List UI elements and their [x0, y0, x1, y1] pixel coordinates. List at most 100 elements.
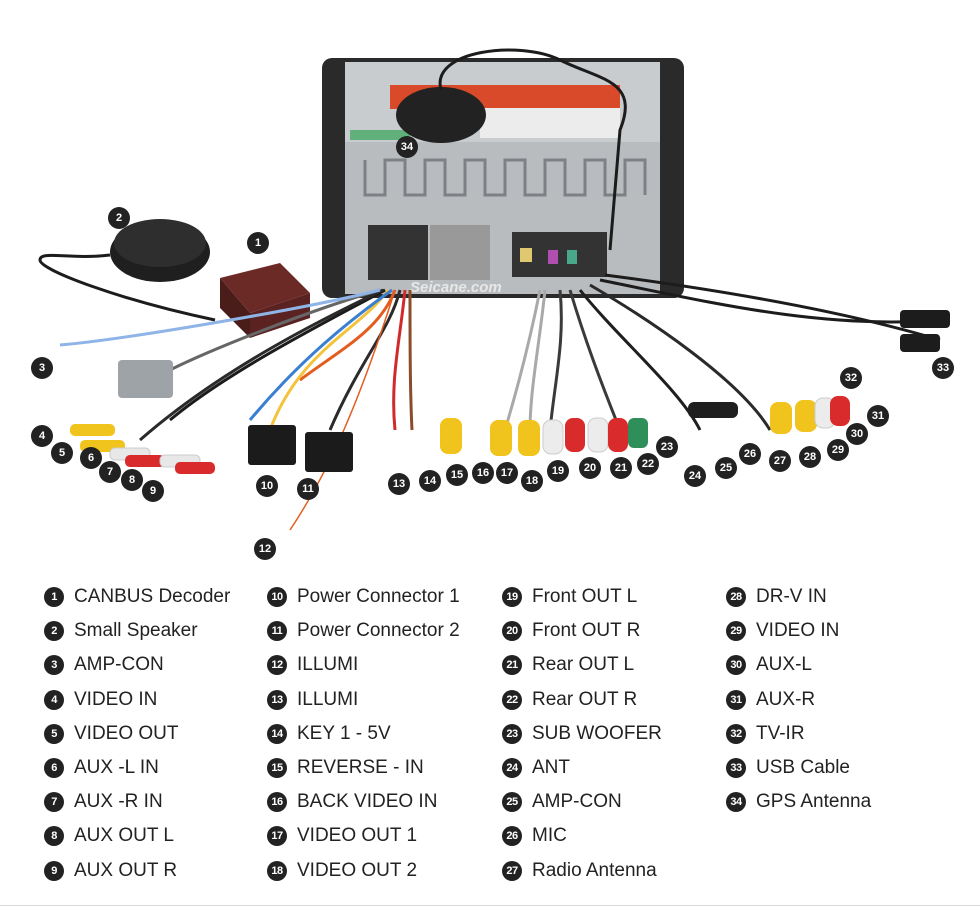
callout-27: 27 [769, 450, 791, 472]
svg-text:31: 31 [872, 410, 884, 422]
svg-text:30: 30 [851, 428, 863, 440]
legend-label: Small Speaker [74, 620, 198, 642]
wiring-diagram: Seicane.com [31, 48, 954, 560]
watermark: Seicane.com [410, 279, 502, 296]
number-badge: 1 [44, 587, 64, 607]
callout-8: 8 [121, 469, 143, 491]
legend-item: 10 Power Connector 1 [267, 586, 460, 608]
number-badge: 22 [502, 689, 522, 710]
callout-13: 13 [388, 473, 410, 495]
number-badge: 17 [267, 826, 287, 847]
svg-text:17: 17 [501, 467, 513, 479]
legend-item: 27 Radio Antenna [502, 860, 662, 882]
legend-label: AUX OUT L [74, 825, 174, 847]
svg-text:24: 24 [689, 470, 702, 482]
callout-20: 20 [579, 457, 601, 479]
svg-text:18: 18 [526, 475, 538, 487]
legend-label: VIDEO IN [756, 620, 840, 642]
svg-text:21: 21 [615, 462, 627, 474]
callout-14: 14 [419, 470, 441, 492]
harness-wires [59, 273, 941, 531]
svg-text:27: 27 [774, 455, 786, 467]
legend-label: Rear OUT R [532, 688, 638, 710]
power-connector-2 [305, 432, 353, 472]
power-connector-1 [248, 425, 296, 465]
callout-9: 9 [142, 480, 164, 502]
legend-label: AUX -R IN [74, 791, 163, 813]
number-badge: 33 [726, 757, 746, 778]
callout-28: 28 [799, 446, 821, 468]
number-badge: 10 [267, 587, 287, 607]
svg-text:12: 12 [259, 543, 271, 555]
callout-18: 18 [521, 470, 543, 492]
legend-label: SUB WOOFER [532, 722, 662, 744]
callout-21: 21 [610, 457, 632, 479]
number-badge: 30 [726, 655, 746, 676]
callout-16: 16 [472, 462, 494, 484]
head-unit: Seicane.com [322, 58, 684, 298]
number-badge: 3 [44, 655, 64, 676]
legend-label: AUX-R [756, 688, 816, 710]
callout-19: 19 [547, 460, 569, 482]
legend-label: Front OUT R [532, 620, 641, 642]
callout-32: 32 [840, 367, 862, 389]
callout-26: 26 [739, 443, 761, 465]
rca-plugs-left [70, 424, 215, 474]
svg-text:26: 26 [744, 448, 756, 460]
legend-label: ILLUMI [297, 688, 359, 710]
legend-label: VIDEO OUT 1 [297, 825, 418, 847]
svg-text:25: 25 [720, 462, 732, 474]
legend-label: AMP-CON [74, 654, 164, 676]
number-badge: 4 [44, 689, 64, 710]
legend-label: KEY 1 - 5V [297, 722, 391, 744]
number-badge: 16 [267, 792, 287, 813]
gps-antenna [396, 48, 627, 251]
number-badge: 25 [502, 792, 522, 813]
svg-text:1: 1 [255, 237, 261, 249]
svg-text:34: 34 [401, 141, 414, 153]
number-badge: 12 [267, 655, 287, 676]
svg-text:33: 33 [937, 362, 949, 374]
number-badge: 11 [267, 621, 287, 642]
callout-17: 17 [496, 462, 518, 484]
legend-label: BACK VIDEO IN [297, 791, 438, 813]
number-badge: 34 [726, 792, 746, 813]
callout-34: 34 [396, 136, 418, 158]
legend-label: Power Connector 1 [297, 586, 460, 607]
canbus-decoder [220, 263, 310, 338]
legend-label: Radio Antenna [532, 859, 657, 881]
svg-text:14: 14 [424, 475, 437, 487]
number-badge: 13 [267, 689, 287, 710]
callout-2: 2 [108, 207, 130, 229]
callout-5: 5 [51, 442, 73, 464]
number-badge: 24 [502, 757, 522, 778]
svg-text:15: 15 [451, 469, 463, 481]
svg-text:22: 22 [642, 458, 654, 470]
callout-12: 12 [254, 538, 276, 560]
number-badge: 21 [502, 655, 522, 676]
number-badge: 8 [44, 826, 64, 847]
number-badge: 27 [502, 860, 522, 881]
callout-6: 6 [80, 447, 102, 469]
legend-label: TV-IR [756, 722, 805, 744]
legend-item: 13 ILLUMI [267, 689, 460, 711]
svg-text:32: 32 [845, 372, 857, 384]
svg-text:5: 5 [59, 447, 65, 459]
